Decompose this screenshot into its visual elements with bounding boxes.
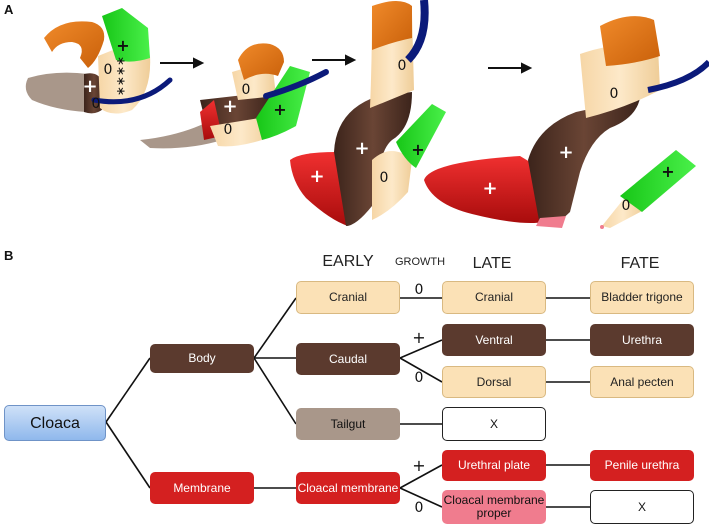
node-penile-urethra: Penile urethra [590, 450, 694, 481]
node-ventral: Ventral [442, 324, 546, 356]
s2-plus-green: + [273, 100, 287, 119]
s1-zero-a: 0 [103, 62, 113, 78]
node-cranial-late: Cranial [442, 281, 546, 314]
node-cloaca: Cloaca [4, 405, 106, 441]
growth-sign-proper: 0 [414, 500, 424, 516]
node-body: Body [150, 344, 254, 373]
s1-zero-b: 0 [91, 96, 101, 112]
s3-plus-red: + [309, 166, 325, 187]
node-cloacal-membrane: Cloacal membrane [296, 472, 400, 504]
stage-arrows [160, 54, 533, 74]
s3-plus-green: + [411, 140, 425, 159]
s4-zero-top: 0 [609, 86, 619, 102]
s3-zero-top: 0 [397, 58, 407, 74]
growth-sign-urethral: + [412, 456, 426, 475]
s2-zero-b: 0 [223, 122, 233, 138]
node-urethral-plate: Urethral plate [442, 450, 546, 481]
stage4-embryo [424, 16, 709, 229]
s4-plus-green: + [661, 162, 675, 181]
panel-label-a: A [4, 2, 14, 17]
header-early: EARLY [322, 253, 374, 270]
node-caudal: Caudal [296, 343, 400, 375]
stage2-embryo [140, 43, 329, 149]
node-x-membrane: X [590, 490, 694, 524]
stage1-embryo [25, 8, 173, 114]
node-dorsal: Dorsal [442, 366, 546, 398]
growth-sign-dorsal: 0 [414, 370, 424, 386]
s1-plus-white: + [82, 76, 98, 97]
s4-zero-green: 0 [621, 198, 631, 214]
s1-stars: ∗∗∗∗ [114, 56, 128, 97]
node-anal-pecten: Anal pecten [590, 366, 694, 398]
s4-plus-red: + [482, 178, 498, 199]
header-fate: FATE [620, 255, 660, 272]
tree-connectors [105, 297, 590, 508]
s3-plus-brown: + [354, 138, 370, 159]
stage3-embryo [290, 0, 446, 226]
node-cloacal-membrane-proper: Cloacal membrane proper [442, 490, 546, 524]
s2-plus-white: + [222, 96, 238, 117]
s2-zero-a: 0 [241, 82, 251, 98]
node-membrane: Membrane [150, 472, 254, 504]
node-x-tailgut: X [442, 407, 546, 441]
node-urethra: Urethra [590, 324, 694, 356]
s3-zero-bottom: 0 [379, 170, 389, 186]
panel-label-b: B [4, 248, 14, 263]
s4-plus-brown: + [558, 142, 574, 163]
node-tailgut: Tailgut [296, 408, 400, 440]
node-cranial-early: Cranial [296, 281, 400, 314]
header-late: LATE [472, 255, 512, 272]
node-bladder-trigone: Bladder trigone [590, 281, 694, 314]
growth-sign-cranial: 0 [414, 282, 424, 298]
header-growth: GROWTH [394, 256, 446, 268]
growth-sign-ventral: + [412, 328, 426, 347]
s1-plus-green: + [116, 36, 130, 55]
